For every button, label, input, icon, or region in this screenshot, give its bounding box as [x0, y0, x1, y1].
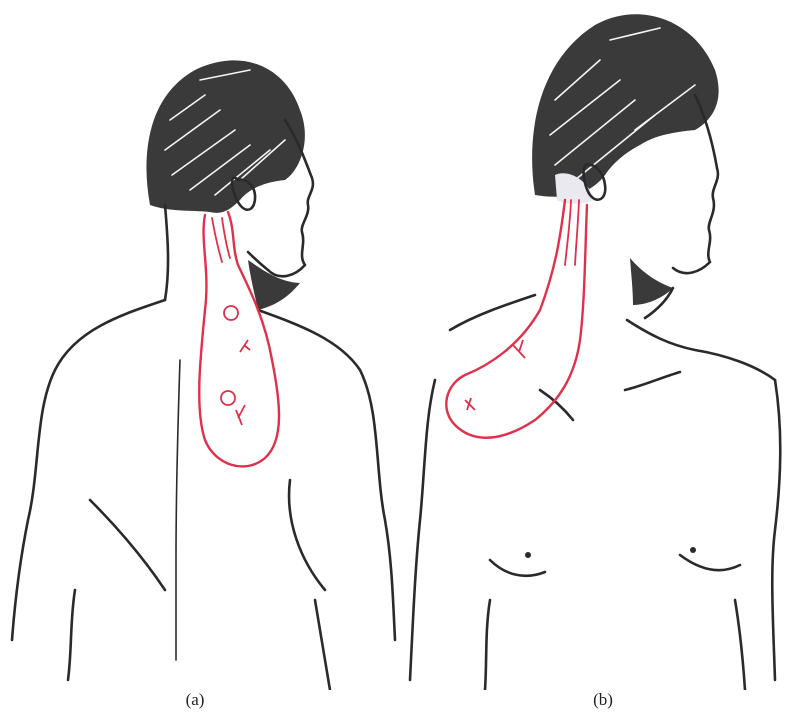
arm-left-b [485, 600, 490, 690]
caption-b: (b) [573, 690, 633, 710]
front-view-illustration [395, 0, 787, 690]
neck-back-a [165, 205, 168, 300]
pec-right-b [680, 555, 740, 570]
scapula-right-a [289, 480, 325, 590]
chest-line-left-b [540, 390, 573, 420]
marker-circle-a1 [224, 306, 238, 320]
highlight-region-a [199, 212, 279, 466]
nipple-left-b [525, 552, 531, 558]
torso-right-b [772, 380, 780, 680]
nipple-right-b [690, 547, 696, 553]
marker-circle-a2 [221, 391, 235, 405]
scapula-left-a [90, 500, 165, 590]
highlight-inner-b [565, 200, 571, 265]
marker-stroke-a1 [240, 340, 250, 352]
caption-a: (a) [165, 690, 225, 710]
highlight-inner-a [212, 218, 222, 262]
hair-b [532, 14, 719, 197]
panel-a [0, 0, 400, 690]
spine-a [176, 360, 180, 660]
panel-b [395, 0, 787, 690]
torso-left-b [410, 380, 435, 680]
arm-left-a [68, 590, 75, 680]
shoulder-left-a [12, 300, 165, 640]
back-view-illustration [0, 0, 400, 690]
marker-stroke-b2 [465, 398, 475, 410]
arm-right-b [735, 600, 745, 690]
chest-line-right-b [625, 372, 680, 390]
collarbone-left-b [450, 295, 535, 330]
marker-stroke-a2 [236, 405, 245, 425]
collarbone-b [627, 320, 775, 380]
shoulder-right-a [258, 310, 395, 640]
pec-left-b [490, 560, 545, 576]
arm-right-a [315, 600, 330, 690]
